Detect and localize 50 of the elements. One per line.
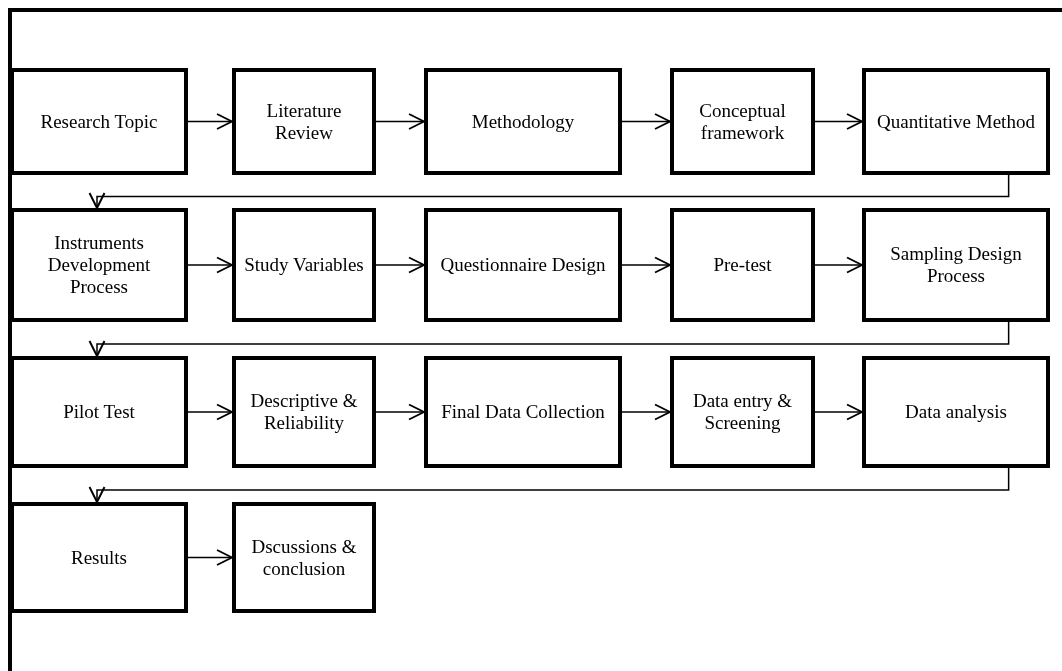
box-label: Research Topic [40,110,158,133]
arrow [621,256,671,274]
process-box [232,208,376,322]
arrow [621,113,671,130]
process-box [424,208,622,322]
box-label: Sampling Design Process [889,243,1023,287]
process-box [10,502,188,613]
box-label: Data analysis [905,401,1007,423]
box-label: Quantitative Method [877,110,1035,133]
arrow [88,321,1010,357]
process-box [862,208,1050,322]
arrow [88,174,1010,209]
arrow [187,113,233,130]
arrow [814,256,863,274]
arrow [187,549,233,566]
arrow [375,403,425,421]
process-box [10,356,188,468]
box-label: Results [71,546,127,569]
process-box [862,356,1050,468]
arrow [814,403,863,421]
box-label: Methodology [471,110,575,133]
arrow [621,403,671,421]
box-label: Conceptual framework [698,99,787,144]
process-box [670,356,815,468]
box-label: Pre-test [713,254,772,276]
process-box [10,208,188,322]
arrow [375,256,425,274]
process-box [232,356,376,468]
process-box [670,208,815,322]
box-label: Questionnaire Design [440,254,606,276]
box-label: Final Data Collection [441,401,605,423]
box-label: Pilot Test [63,401,135,423]
arrow [814,113,863,130]
process-box [670,68,815,175]
box-label: Study Variables [244,254,364,276]
arrow [187,403,233,421]
process-box [424,68,622,175]
process-box [862,68,1050,175]
arrow [88,467,1010,503]
process-box [232,502,376,613]
box-label: Data entry & Screening [691,390,794,434]
box-label: Literature Review [265,99,343,144]
process-box [232,68,376,175]
process-box [10,68,188,175]
arrow [375,113,425,130]
box-label: Descriptive & Reliability [249,390,359,434]
box-label: Instruments Development Process [46,232,152,298]
process-box [424,356,622,468]
box-label: Dscussions & conclusion [250,535,358,580]
arrow [187,256,233,274]
